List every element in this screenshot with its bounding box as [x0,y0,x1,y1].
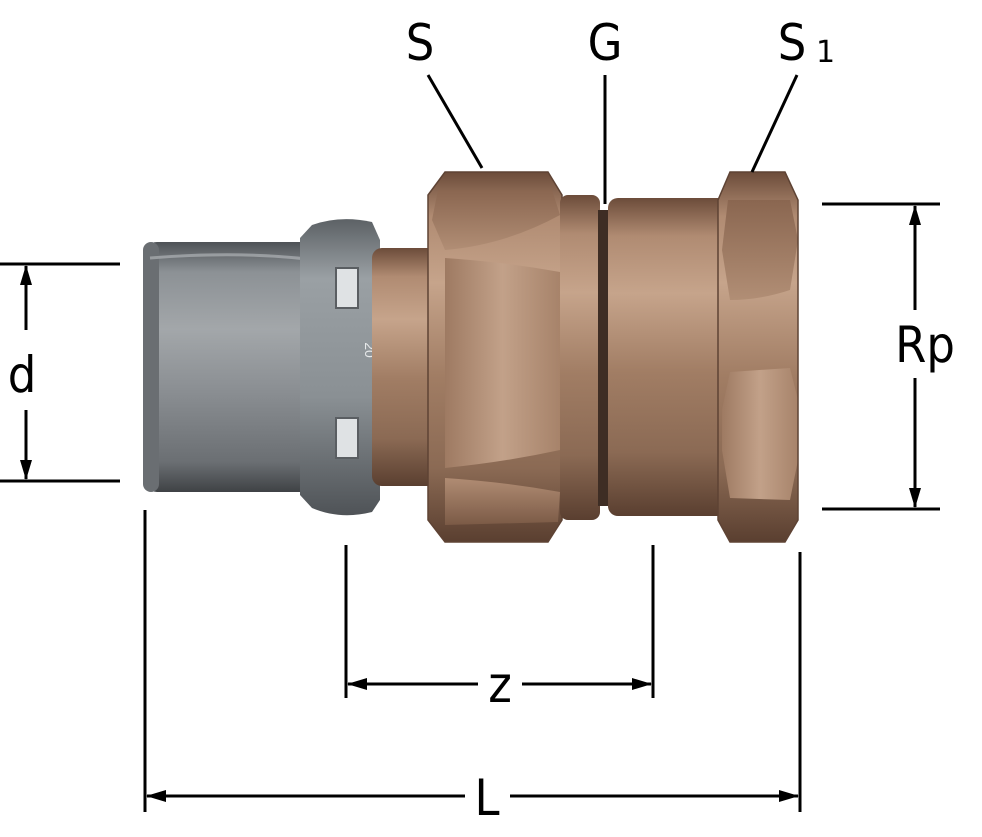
fitting-illustration: 20 [143,171,799,543]
female-body [608,198,738,516]
label-d: d [8,346,37,404]
label-z: z [488,656,512,714]
dimension-l: L [143,510,802,827]
leader-s: S [406,14,484,169]
female-hex [717,171,799,543]
label-s: S [406,14,435,72]
label-g: G [588,14,623,72]
union-nut [427,171,563,543]
label-l: L [474,769,499,827]
dimension-z: z [344,545,655,714]
dimension-d: d [0,262,120,483]
dimension-rp: Rp [822,202,955,511]
label-s1: S [778,14,807,72]
label-s1-subscript: 1 [816,35,835,70]
indicator-ring: 20 [300,219,380,516]
bronze-neck [372,248,442,486]
leader-s1: S 1 [750,14,835,173]
label-rp: Rp [895,316,955,374]
union-collar [560,195,600,520]
seal-gasket [598,210,610,506]
leader-g: G [588,14,623,204]
